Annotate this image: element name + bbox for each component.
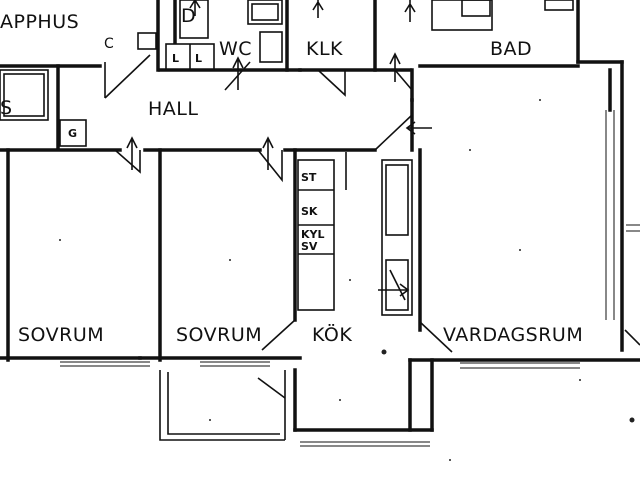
walls (0, 0, 640, 441)
scan-speckles (59, 99, 635, 461)
room-label-vardagsrum: VARDAGSRUM (443, 324, 583, 346)
fixture-label-l1: L (172, 52, 179, 65)
fixture-label-sv: SV (301, 240, 318, 253)
room-label-bad: BAD (490, 38, 532, 60)
fixture-labels: C L L G ST SK KYL SV (68, 36, 325, 253)
fixture-label-st: ST (301, 171, 317, 184)
room-label-d: D (181, 5, 196, 27)
room-labels: APPHUS D WC KLK BAD S HALL SOVRUM SOVRUM… (0, 5, 583, 346)
fixture-label-kyl: KYL (301, 228, 325, 241)
fixture-label-l2: L (195, 52, 202, 65)
room-label-sovrum-2: SOVRUM (176, 324, 262, 346)
room-label-klk: KLK (306, 38, 343, 60)
room-label-sovrum-1: SOVRUM (18, 324, 104, 346)
room-label-hall: HALL (148, 98, 198, 120)
doors (104, 54, 640, 399)
windows (60, 110, 640, 447)
room-label-kok: KÖK (312, 323, 352, 346)
fixture-label-c: C (104, 36, 114, 52)
fixtures (59, 0, 574, 316)
fixture-label-sk: SK (301, 205, 318, 218)
fixture-label-g: G (68, 127, 77, 140)
room-label-wc: WC (219, 38, 252, 60)
room-label-s: S (0, 97, 13, 119)
room-label-trapphus: APPHUS (0, 11, 79, 33)
